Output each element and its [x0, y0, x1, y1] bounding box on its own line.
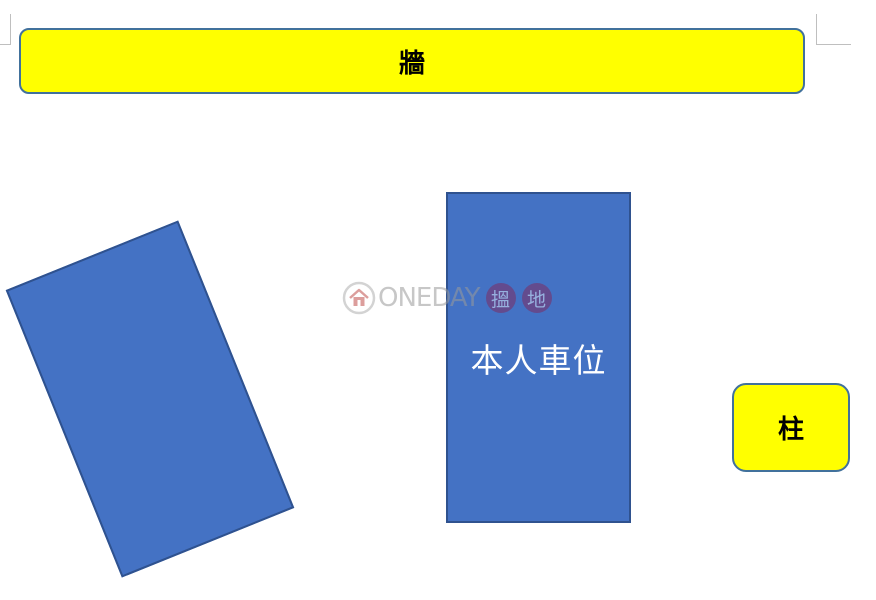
watermark-char-1: 搵 [485, 283, 516, 313]
pillar-block: 柱 [732, 383, 850, 472]
page-corner-mark-right [816, 14, 851, 45]
own-parking-space [446, 192, 631, 523]
page-corner-mark-left [0, 14, 11, 45]
watermark-text: ONEDAY [378, 283, 481, 313]
house-icon [342, 281, 376, 315]
pillar-label: 柱 [777, 415, 804, 445]
wall-block: 牆 [19, 28, 805, 94]
own-parking-space-label: 本人車位 [470, 341, 607, 380]
watermark-char-2: 地 [521, 283, 552, 313]
neighbor-parking-space [5, 220, 295, 578]
wall-label: 牆 [398, 48, 425, 79]
watermark: ONEDAY 搵 地 [342, 278, 552, 318]
